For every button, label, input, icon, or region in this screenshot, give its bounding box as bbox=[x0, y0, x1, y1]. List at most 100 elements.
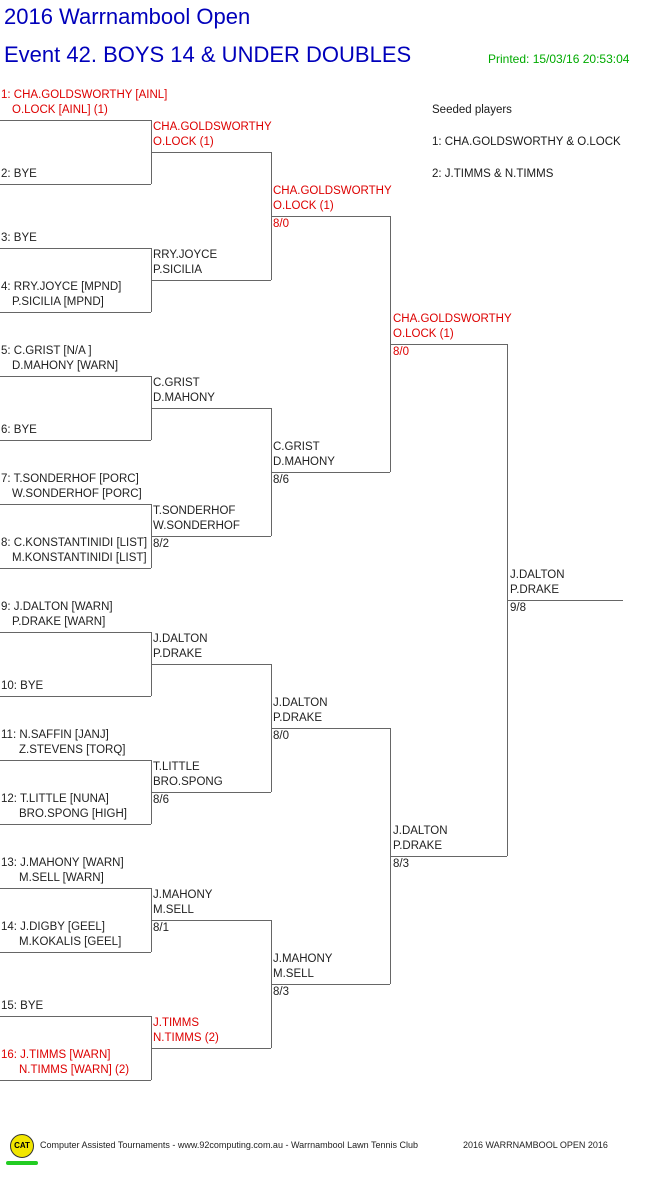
bracket-line bbox=[390, 344, 507, 345]
bracket-line bbox=[151, 280, 271, 281]
round3-winner-line1: C.GRIST bbox=[273, 441, 320, 453]
round2-winner-line1: J.MAHONY bbox=[153, 889, 213, 901]
bracket-line bbox=[0, 1016, 151, 1017]
bracket-line bbox=[151, 1048, 271, 1049]
seeded-players-heading: Seeded players bbox=[432, 104, 512, 116]
entrant-line2: M.SELL [WARN] bbox=[19, 872, 104, 884]
bracket-line bbox=[151, 792, 271, 793]
entrant-line1: 5: C.GRIST [N/A ] bbox=[1, 345, 92, 357]
tournament-title: 2016 Warrnambool Open bbox=[4, 4, 251, 29]
round2-winner-line1: CHA.GOLDSWORTHY bbox=[153, 121, 272, 133]
entrant-line1: 3: BYE bbox=[1, 232, 37, 244]
bracket-line bbox=[0, 824, 151, 825]
bracket-line bbox=[0, 184, 151, 185]
entrant-line2: D.MAHONY [WARN] bbox=[12, 360, 119, 372]
round2-score: 8/1 bbox=[153, 922, 169, 934]
bracket-line bbox=[507, 600, 623, 601]
round3-winner-line2: P.DRAKE bbox=[273, 712, 323, 724]
round2-winner-line2: BRO.SPONG bbox=[153, 776, 223, 788]
footer-event-name: 2016 WARRNAMBOOL OPEN 2016 bbox=[463, 1140, 608, 1150]
round4-winner-line1: J.DALTON bbox=[393, 825, 448, 837]
entrant-line1: 6: BYE bbox=[1, 424, 37, 436]
entrant-line2: P.DRAKE [WARN] bbox=[12, 616, 106, 628]
seed-item: 1: CHA.GOLDSWORTHY & O.LOCK bbox=[432, 136, 621, 148]
bracket-line bbox=[0, 696, 151, 697]
bracket-line bbox=[0, 568, 151, 569]
bracket-line bbox=[0, 312, 151, 313]
entrant-line2: M.KOKALIS [GEEL] bbox=[19, 936, 122, 948]
entrant-line1: 4: RRY.JOYCE [MPND] bbox=[1, 281, 122, 293]
round2-score: 8/6 bbox=[153, 794, 169, 806]
bracket-line bbox=[0, 440, 151, 441]
round3-winner-line1: J.MAHONY bbox=[273, 953, 333, 965]
champion-score: 9/8 bbox=[510, 602, 526, 614]
round2-winner-line2: O.LOCK (1) bbox=[153, 136, 214, 148]
round2-winner-line2: P.SICILIA bbox=[153, 264, 203, 276]
bracket-line bbox=[151, 408, 271, 409]
entrant-line1: 8: C.KONSTANTINIDI [LIST] bbox=[1, 537, 148, 549]
entrant-line1: 10: BYE bbox=[1, 680, 44, 692]
entrant-line1: 14: J.DIGBY [GEEL] bbox=[1, 921, 105, 933]
round2-winner-line1: T.LITTLE bbox=[153, 761, 200, 773]
bracket-line bbox=[390, 856, 507, 857]
round3-score: 8/0 bbox=[273, 218, 289, 230]
round4-score: 8/0 bbox=[393, 346, 409, 358]
round3-score: 8/0 bbox=[273, 730, 289, 742]
entrant-line1: 11: N.SAFFIN [JANJ] bbox=[1, 729, 109, 741]
round2-winner-line1: J.DALTON bbox=[153, 633, 208, 645]
entrant-line2: O.LOCK [AINL] (1) bbox=[12, 104, 108, 116]
round4-winner-line2: O.LOCK (1) bbox=[393, 328, 454, 340]
round2-score: 8/2 bbox=[153, 538, 169, 550]
entrant-line1: 2: BYE bbox=[1, 168, 37, 180]
round2-winner-line1: J.TIMMS bbox=[153, 1017, 199, 1029]
round2-winner-line2: W.SONDERHOF bbox=[153, 520, 240, 532]
bracket-line bbox=[0, 888, 151, 889]
cat-logo: CAT bbox=[10, 1134, 34, 1158]
entrant-line2: BRO.SPONG [HIGH] bbox=[19, 808, 127, 820]
bracket-line bbox=[151, 536, 271, 537]
bracket-line bbox=[271, 984, 390, 985]
bracket-line bbox=[271, 472, 390, 473]
event-title: Event 42. BOYS 14 & UNDER DOUBLES bbox=[4, 42, 412, 67]
round2-winner-line2: N.TIMMS (2) bbox=[153, 1032, 219, 1044]
entrant-line2: P.SICILIA [MPND] bbox=[12, 296, 104, 308]
round3-score: 8/6 bbox=[273, 474, 289, 486]
round2-winner-line1: C.GRIST bbox=[153, 377, 200, 389]
round3-winner-line2: D.MAHONY bbox=[273, 456, 335, 468]
bracket-line bbox=[0, 376, 151, 377]
footer-credits: Computer Assisted Tournaments - www.92co… bbox=[40, 1140, 419, 1150]
round2-winner-line1: T.SONDERHOF bbox=[153, 505, 236, 517]
champion-line2: P.DRAKE bbox=[510, 584, 560, 596]
round2-winner-line1: RRY.JOYCE bbox=[153, 249, 218, 261]
round3-winner-line2: M.SELL bbox=[273, 968, 314, 980]
bracket-line bbox=[0, 120, 151, 121]
entrant-line1: 15: BYE bbox=[1, 1000, 44, 1012]
bracket-line bbox=[0, 504, 151, 505]
round2-winner-line2: P.DRAKE bbox=[153, 648, 203, 660]
bracket-line bbox=[0, 1080, 151, 1081]
cat-logo-swoosh bbox=[6, 1161, 38, 1165]
entrant-line1: 13: J.MAHONY [WARN] bbox=[1, 857, 124, 869]
bracket-line bbox=[0, 760, 151, 761]
printed-timestamp: Printed: 15/03/16 20:53:04 bbox=[488, 52, 630, 66]
round3-winner-line1: CHA.GOLDSWORTHY bbox=[273, 185, 392, 197]
entrant-line2: Z.STEVENS [TORQ] bbox=[19, 744, 126, 756]
entrant-line1: 1: CHA.GOLDSWORTHY [AINL] bbox=[1, 89, 168, 101]
entrant-line2: W.SONDERHOF [PORC] bbox=[12, 488, 142, 500]
round4-winner-line2: P.DRAKE bbox=[393, 840, 443, 852]
bracket-line bbox=[0, 632, 151, 633]
bracket-line bbox=[151, 664, 271, 665]
round3-score: 8/3 bbox=[273, 986, 289, 998]
champion-line1: J.DALTON bbox=[510, 569, 565, 581]
round2-winner-line2: D.MAHONY bbox=[153, 392, 215, 404]
round3-winner-line2: O.LOCK (1) bbox=[273, 200, 334, 212]
bracket-line bbox=[0, 248, 151, 249]
bracket-line bbox=[271, 216, 390, 217]
entrant-line1: 9: J.DALTON [WARN] bbox=[1, 601, 113, 613]
entrant-line2: N.TIMMS [WARN] (2) bbox=[19, 1064, 130, 1076]
entrant-line2: M.KONSTANTINIDI [LIST] bbox=[12, 552, 147, 564]
bracket-line bbox=[151, 920, 271, 921]
round4-score: 8/3 bbox=[393, 858, 409, 870]
entrant-line1: 7: T.SONDERHOF [PORC] bbox=[1, 473, 139, 485]
entrant-line1: 12: T.LITTLE [NUNA] bbox=[1, 793, 109, 805]
